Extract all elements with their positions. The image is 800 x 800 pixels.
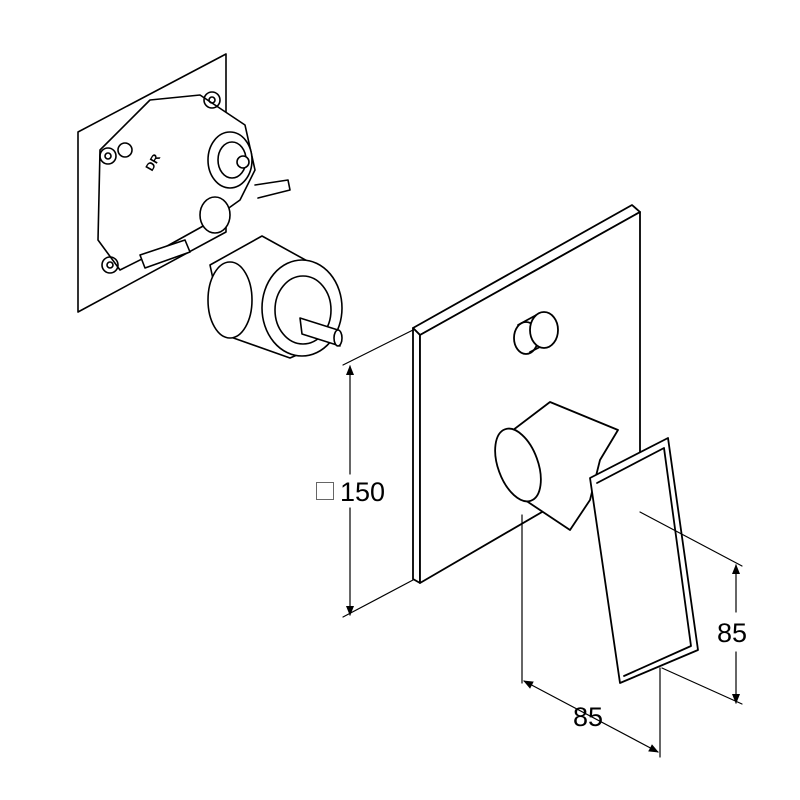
plate-size-value: 150 [340, 477, 386, 507]
diverter-button [513, 311, 559, 355]
mixer-lever [494, 401, 699, 684]
screw-icon [101, 256, 119, 274]
plate-size-label: 150 [316, 479, 385, 506]
screw-icon [99, 147, 117, 165]
dimension-lines [342, 329, 743, 758]
screw-icon [117, 142, 133, 158]
cover-plate [412, 204, 641, 584]
lever-depth-label: 85 [573, 702, 604, 732]
square-symbol-icon [316, 482, 334, 500]
screw-icon [203, 91, 221, 109]
concealed-valve-body: DR [77, 53, 343, 359]
lever-height-label: 85 [717, 618, 748, 648]
